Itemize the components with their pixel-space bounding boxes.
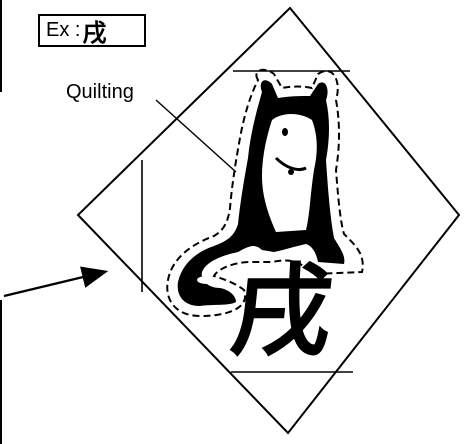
pointer-arrow	[3, 266, 109, 298]
quilting-stitch-line	[166, 68, 364, 318]
dog-icon	[177, 80, 345, 306]
kanji-motif: 戌	[225, 253, 339, 370]
quilting-label: Quilting	[66, 81, 134, 103]
page-edge-mark	[0, 0, 2, 92]
example-label: Ex : 戌	[38, 14, 146, 47]
quilting-leader-line	[155, 99, 237, 173]
example-character: 戌	[82, 19, 107, 47]
quilt-block-outline	[76, 6, 461, 435]
page-edge-mark	[0, 300, 2, 444]
example-prefix: Ex :	[46, 19, 81, 41]
